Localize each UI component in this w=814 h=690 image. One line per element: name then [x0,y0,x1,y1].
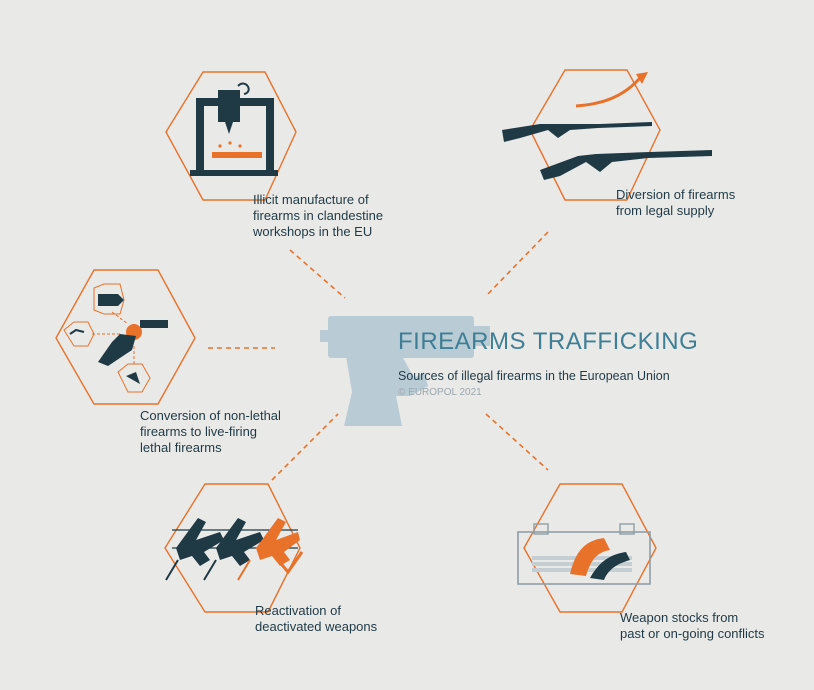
caption-line: from legal supply [616,203,715,218]
caption-line: past or on-going conflicts [620,626,765,641]
caption-line: Illicit manufacture of [253,192,369,207]
caption-line: Reactivation of [255,603,341,618]
hexagon-manufacture [165,71,297,201]
caption-line: workshops in the EU [253,224,373,239]
hexagon-diversion [529,69,661,201]
caption-line: firearms in clandestine [253,208,384,223]
connector-lines [208,231,549,481]
caption-line: deactivated weapons [255,619,378,634]
diagram-title: FIREARMS TRAFFICKING [398,328,699,355]
caption-diversion: Diversion of firearms from legal supply [616,187,735,219]
hexagon-conversion [55,269,196,405]
revolver-conversion-icon [63,283,168,393]
caption-line: Diversion of firearms [616,187,736,202]
weapon-crate-icon [517,523,651,585]
caption-line: Conversion of non-lethal [140,408,281,423]
assault-rifles-icon [165,518,304,581]
caption-conversion: Conversion of non-lethal firearms to liv… [140,408,281,456]
connector-stocks [485,413,549,471]
caption-line: firearms to live-firing [140,424,258,439]
caption-weapon-stocks: Weapon stocks from past or on-going conf… [620,610,765,642]
3d-printer-icon [190,82,278,176]
connector-reactivation [271,413,339,481]
caption-line: Weapon stocks from [620,610,739,625]
hexagon-stocks [523,483,657,613]
hexagon-reactivation [164,483,301,613]
connector-diversion [485,231,549,297]
copyright-notice: © EUROPOL 2021 [398,387,482,398]
caption-line: lethal firearms [140,440,222,455]
pistol-silhouette [320,316,490,426]
connector-manufacture [289,249,346,299]
caption-illicit-manufacture: Illicit manufacture of firearms in cland… [253,192,383,240]
caption-reactivation: Reactivation of deactivated weapons [255,603,377,635]
diagram-subtitle: Sources of illegal firearms in the Europ… [398,369,670,383]
rifles-icon [502,72,712,180]
